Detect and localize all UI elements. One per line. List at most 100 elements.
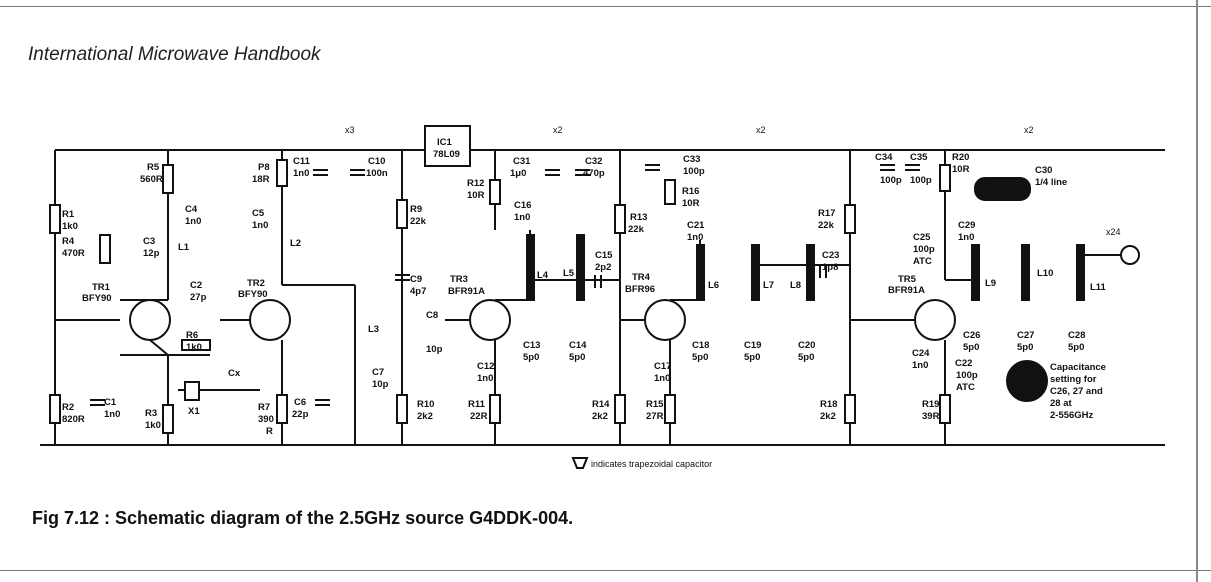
component-label: 22p xyxy=(292,409,309,420)
component-label: R18 xyxy=(820,399,837,410)
component-label: L6 xyxy=(708,280,719,291)
component-label: 12p xyxy=(143,248,160,259)
component-label: 18R xyxy=(252,174,270,185)
component-label: 27p xyxy=(190,292,207,303)
component-label: 22k xyxy=(410,216,427,227)
component-label: R3 xyxy=(145,408,157,419)
component-label: BFY90 xyxy=(82,293,112,304)
component-label: R10 xyxy=(417,399,434,410)
component-label: L5 xyxy=(563,268,575,279)
component-label: L3 xyxy=(368,324,379,335)
component-label: 1n0 xyxy=(654,373,670,384)
capacitance-note: C26, 27 and xyxy=(1050,386,1103,397)
component-label: R12 xyxy=(467,178,484,189)
capacitance-note: 28 at xyxy=(1050,398,1072,409)
component-label: 470p xyxy=(583,168,605,179)
component-label: 39R xyxy=(922,411,940,422)
component-label: 1k0 xyxy=(62,221,78,232)
component-label: 22k xyxy=(818,220,835,231)
component-label: C18 xyxy=(692,340,709,351)
component-label: C10 xyxy=(368,156,385,167)
multiplier-label: x2 xyxy=(1024,125,1034,135)
component-label: L2 xyxy=(290,238,301,249)
component-label: 820R xyxy=(62,414,85,425)
component-label: 78L09 xyxy=(433,149,460,160)
component-label: 1/4 line xyxy=(1035,177,1067,188)
component-label: 100p xyxy=(683,166,705,177)
component-label: R17 xyxy=(818,208,835,219)
component-label: L7 xyxy=(763,280,774,291)
component-label: C25 xyxy=(913,232,931,243)
multiplier-label: x24 xyxy=(1106,227,1121,237)
component-label: 100p xyxy=(880,175,902,186)
multiplier-label: x2 xyxy=(756,125,766,135)
component-label: 10R xyxy=(467,190,485,201)
component-label: 5p0 xyxy=(963,342,979,353)
component-label: C24 xyxy=(912,348,930,359)
component-label: 390 xyxy=(258,414,274,425)
component-label: C15 xyxy=(595,250,613,261)
trapezoid-legend-text: indicates trapezoidal capacitor xyxy=(591,459,712,469)
component-label: 5p0 xyxy=(692,352,708,363)
component-label: C35 xyxy=(910,152,928,163)
component-label: 5p0 xyxy=(523,352,539,363)
component-label: C27 xyxy=(1017,330,1034,341)
component-label: TR4 xyxy=(632,272,651,283)
component-label: 100p xyxy=(910,175,932,186)
component-label: 470R xyxy=(62,248,85,259)
component-label: Cx xyxy=(228,368,241,379)
component-label: R14 xyxy=(592,399,610,410)
component-label: C16 xyxy=(514,200,531,211)
capacitance-note: Capacitance xyxy=(1050,362,1106,373)
capacitance-note: 2-556GHz xyxy=(1050,410,1094,421)
component-label: X1 xyxy=(188,406,200,417)
component-label: C8 xyxy=(426,310,438,321)
component-label: R19 xyxy=(922,399,939,410)
component-label: 1n0 xyxy=(958,232,974,243)
component-label: 100n xyxy=(366,168,388,179)
component-label: P8 xyxy=(258,162,270,173)
component-label: 27R xyxy=(646,411,664,422)
component-label: C13 xyxy=(523,340,540,351)
component-label: L4 xyxy=(537,270,549,281)
component-label: 100p xyxy=(956,370,978,381)
component-label: C3 xyxy=(143,236,155,247)
component-label: 5p0 xyxy=(1017,342,1033,353)
component-label: R4 xyxy=(62,236,75,247)
component-label: 1n0 xyxy=(293,168,309,179)
component-label: 5p0 xyxy=(1068,342,1084,353)
component-label: C20 xyxy=(798,340,815,351)
component-label: R9 xyxy=(410,204,422,215)
component-label: 1μ0 xyxy=(510,168,526,179)
component-label: C6 xyxy=(294,397,306,408)
component-label: 1n0 xyxy=(477,373,493,384)
component-label: 22R xyxy=(470,411,488,422)
multiplier-label: x2 xyxy=(553,125,563,135)
component-label: R1 xyxy=(62,209,75,220)
component-label: 10R xyxy=(682,198,700,209)
component-label: C23 xyxy=(822,250,839,261)
component-label: C31 xyxy=(513,156,531,167)
component-label: TR5 xyxy=(898,274,917,285)
component-label: 22k xyxy=(628,224,645,235)
multiplier-label: x3 xyxy=(345,125,355,135)
component-label: C12 xyxy=(477,361,494,372)
component-label: R7 xyxy=(258,402,270,413)
component-label: BFY90 xyxy=(238,289,268,300)
component-label: C26 xyxy=(963,330,980,341)
component-label: 100p xyxy=(913,244,935,255)
component-label: C21 xyxy=(687,220,705,231)
component-label: ATC xyxy=(956,382,975,393)
component-label: 10R xyxy=(952,164,970,175)
component-label: 10p xyxy=(372,379,389,390)
component-label: IC1 xyxy=(437,137,453,148)
component-label: 1n0 xyxy=(912,360,928,371)
figure-caption: Fig 7.12 : Schematic diagram of the 2.5G… xyxy=(32,508,574,528)
component-label: C4 xyxy=(185,204,198,215)
component-label: L1 xyxy=(178,242,190,253)
component-label: 2k2 xyxy=(417,411,433,422)
component-label: L10 xyxy=(1037,268,1053,279)
scan-top-rule xyxy=(0,6,1211,7)
component-label: C29 xyxy=(958,220,975,231)
